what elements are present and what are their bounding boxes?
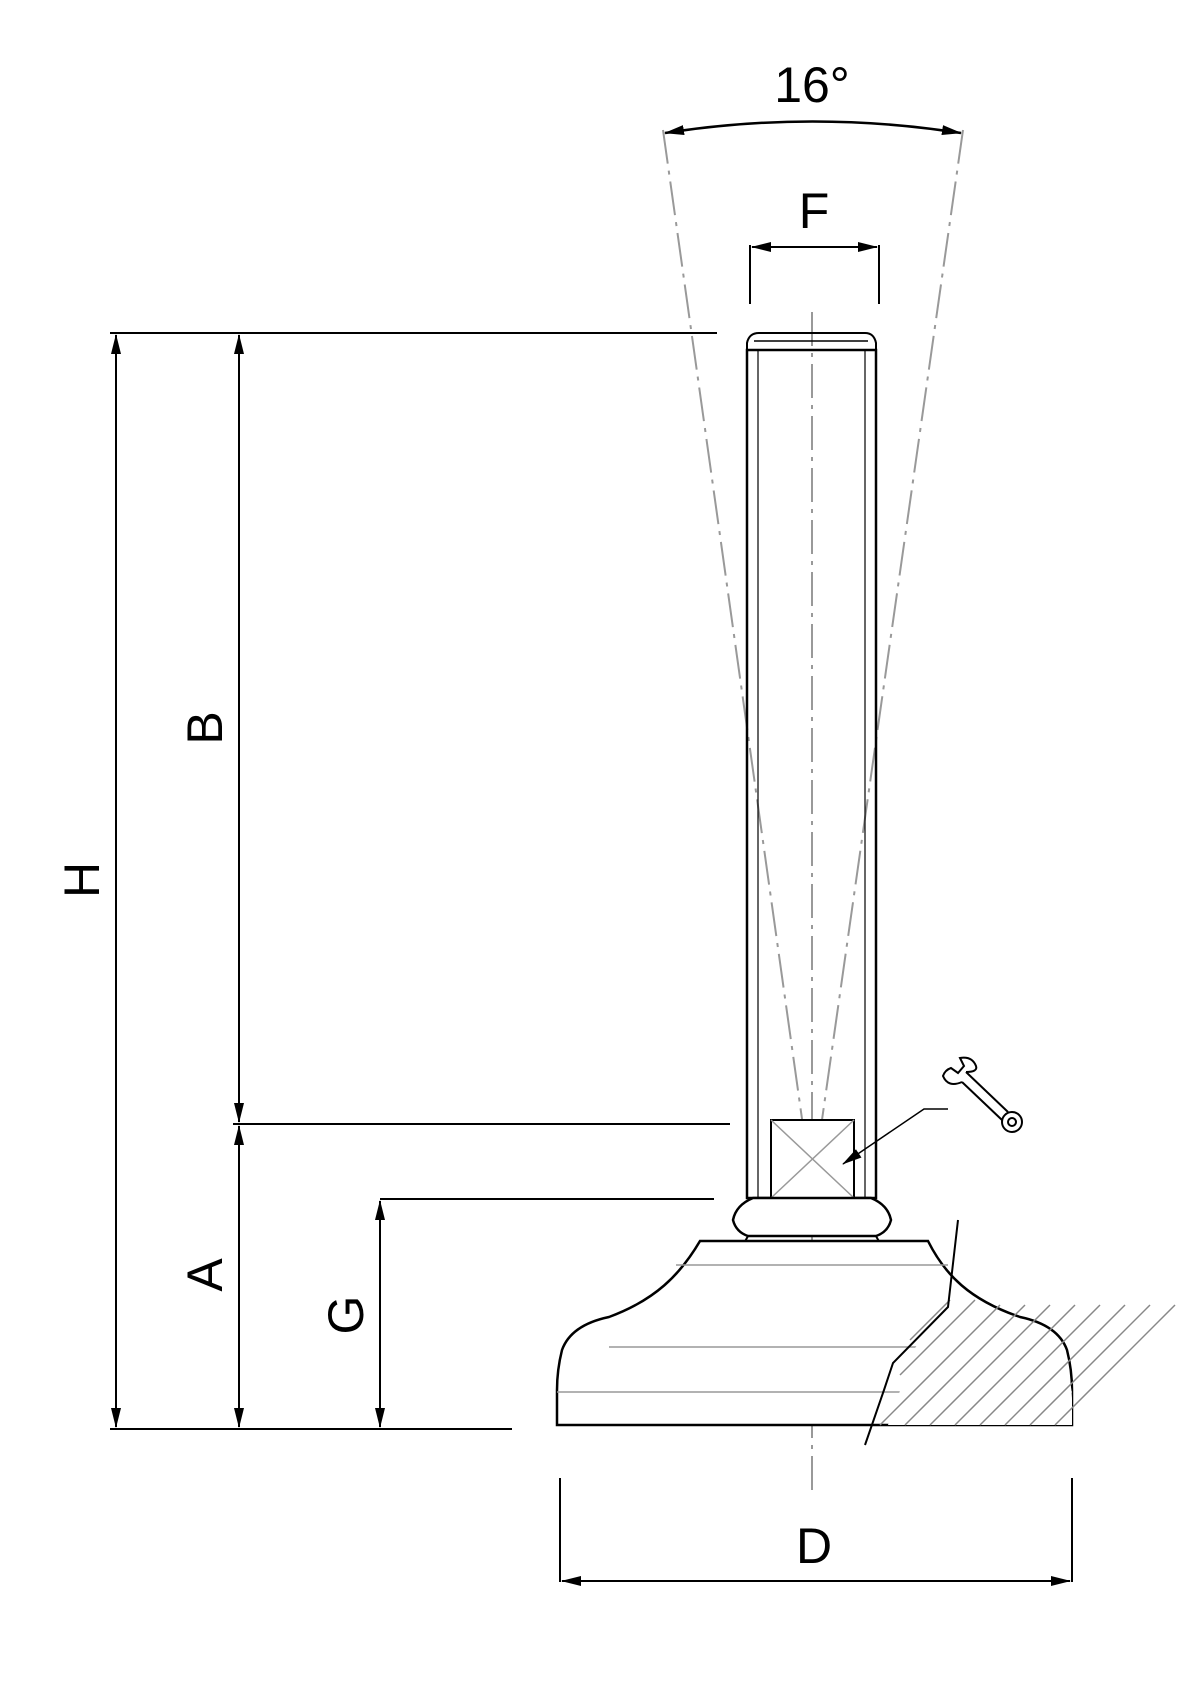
label-g: G: [318, 1296, 374, 1335]
section-hatch: [879, 1299, 1176, 1426]
label-d: D: [796, 1518, 832, 1574]
section-break-line: [864, 1219, 959, 1446]
wrench-leader: [842, 1108, 948, 1165]
wrench-icon: [941, 1056, 1023, 1133]
stud-tip: [746, 332, 877, 350]
extension-lines: [110, 245, 1073, 1582]
label-f: F: [799, 183, 830, 239]
tilt-limit-left: [662, 129, 813, 1191]
wrench-callout: [842, 1056, 1023, 1165]
tilt-limit-right: [811, 129, 964, 1191]
dimension-labels: F H B A G D: [54, 183, 832, 1574]
wrench-flat-cross-2: [770, 1119, 855, 1199]
ball-joint-outline: [731, 1196, 893, 1238]
label-h: H: [54, 862, 110, 898]
hatch-lines: [879, 1299, 1176, 1426]
dimension-lines: [111, 242, 1071, 1586]
tilt-angle-indicator: 16°: [662, 57, 964, 1191]
label-b: B: [177, 711, 233, 744]
angle-arc: [664, 120, 962, 136]
angle-label: 16°: [774, 57, 850, 113]
base: [555, 1219, 1176, 1446]
label-a: A: [177, 1258, 233, 1292]
